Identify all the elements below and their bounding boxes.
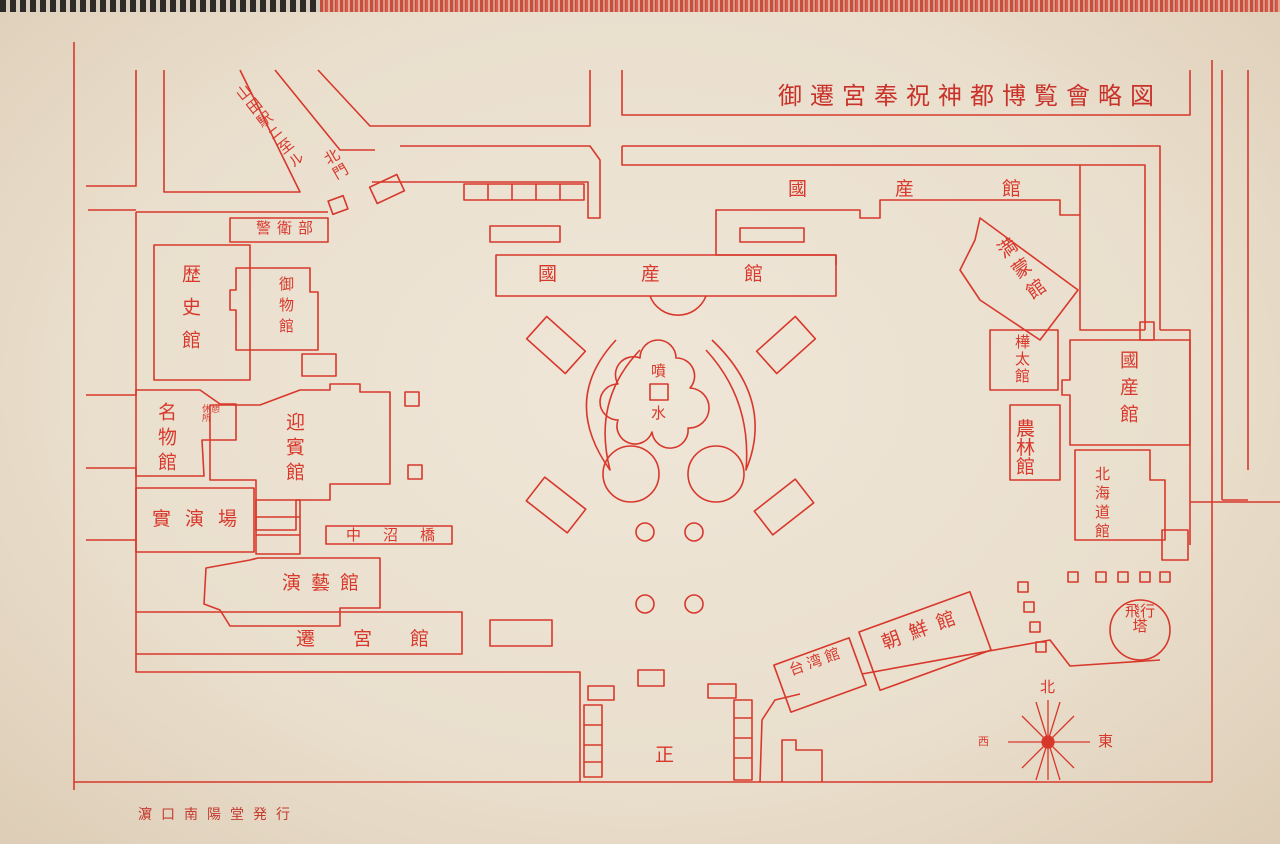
label-fountain-bottom: 水 [651,404,667,422]
label-meibutsu: 名物館 [155,402,177,477]
label-police: 警衛部 [256,219,320,237]
label-jitsuen: 實演場 [152,508,252,530]
publisher-imprint: 濵口南陽堂発行 [138,807,299,823]
east-pavilions [959,217,1189,661]
label-kokusan-right: 國産館 [1117,350,1139,431]
label-engei: 演藝館 [282,572,370,594]
fountain-garden [525,315,817,614]
label-rekishi: 歴史館 [179,264,201,363]
compass-north: 北 [1040,678,1056,696]
label-sengu: 遷宮館 [296,628,468,650]
south-entrance [583,590,1161,783]
label-hokkaido: 北海道館 [1093,466,1111,542]
label-kokusan-main: 國産館 [538,263,848,285]
kokusan-buildings [495,165,1191,446]
west-pavilions [135,244,553,655]
label-kokusan-upper: 國産館 [788,178,1110,200]
label-hiko: 飛行塔 [1124,602,1155,635]
label-geihin: 迎賓館 [283,412,305,487]
label-fountain-top: 噴 [651,362,667,380]
compass-rose [1008,700,1090,781]
label-main-gate: 正 [655,744,675,766]
label-karafuto: 樺太館 [1013,334,1031,385]
paper-background [0,12,1280,844]
compass-east: 東 [1098,732,1114,750]
compass-west: 西 [978,735,989,748]
label-bridge: 中沼橋 [346,526,458,544]
north-gate-blocks [229,173,585,243]
envelope-top-red-edge [320,0,1280,14]
label-gomotsu: 御物館 [277,276,295,339]
label-rest-house: 休憩所 [202,405,221,424]
road-lines [73,42,1280,790]
map-title: 御遷宮奉祝神都博覧會略図 [778,82,1162,110]
label-norin: 農林館 [1016,418,1038,478]
